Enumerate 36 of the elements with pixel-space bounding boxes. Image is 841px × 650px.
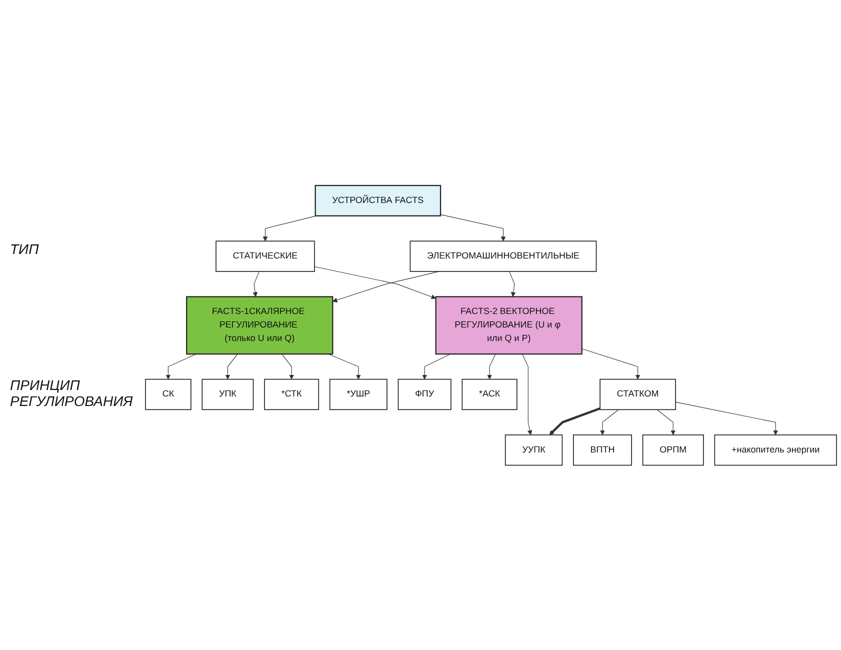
node-box: ФПУ xyxy=(397,378,451,410)
arrow xyxy=(422,353,450,380)
node-box: УСТРОЙСТВА FACTS xyxy=(314,184,441,216)
arrow xyxy=(262,215,316,241)
arrow xyxy=(224,353,238,380)
node-box: FACTS-2 ВЕКТОРНОЕ РЕГУЛИРОВАНИЕ (U и φ или Q и P) xyxy=(434,296,582,354)
arrow xyxy=(314,266,436,299)
arrow xyxy=(486,353,496,380)
node-box: *СТК xyxy=(264,378,319,410)
node-box: ОРПМ xyxy=(642,434,704,466)
node-box: УПК xyxy=(201,378,254,410)
arrow xyxy=(281,353,294,380)
node-box: ЭЛЕКТРОМАШИННОВЕНТИЛЬНЫЕ xyxy=(409,240,596,272)
node-box: FACTS-1СКАЛЯРНОЕ РЕГУЛИРОВАНИЕ (только U или Q) xyxy=(186,296,333,354)
arrow xyxy=(548,406,600,435)
node-box: +накопитель энергии xyxy=(714,434,836,466)
arrow xyxy=(332,270,439,302)
arrow xyxy=(581,348,640,380)
arrow xyxy=(656,408,676,435)
node-box: *АСК xyxy=(461,378,517,410)
arrow xyxy=(165,353,196,380)
node-box: СТАТИЧЕСКИЕ xyxy=(215,240,314,272)
band-label: ТИП xyxy=(10,241,40,257)
arrow xyxy=(252,270,259,297)
arrow xyxy=(327,353,360,380)
arrow xyxy=(674,401,778,435)
node-box: СТАТКОМ xyxy=(599,378,676,410)
arrow xyxy=(440,214,506,241)
arrow xyxy=(508,270,516,297)
node-box: УУПК xyxy=(504,434,562,466)
node-box: СК xyxy=(144,378,191,410)
band-label: ПРИНЦИП РЕГУЛИРОВАНИЯ xyxy=(10,377,134,409)
arrow xyxy=(521,353,532,435)
arrow xyxy=(600,408,618,435)
node-box: *УШР xyxy=(328,378,387,410)
node-box: ВПТН xyxy=(572,434,632,466)
